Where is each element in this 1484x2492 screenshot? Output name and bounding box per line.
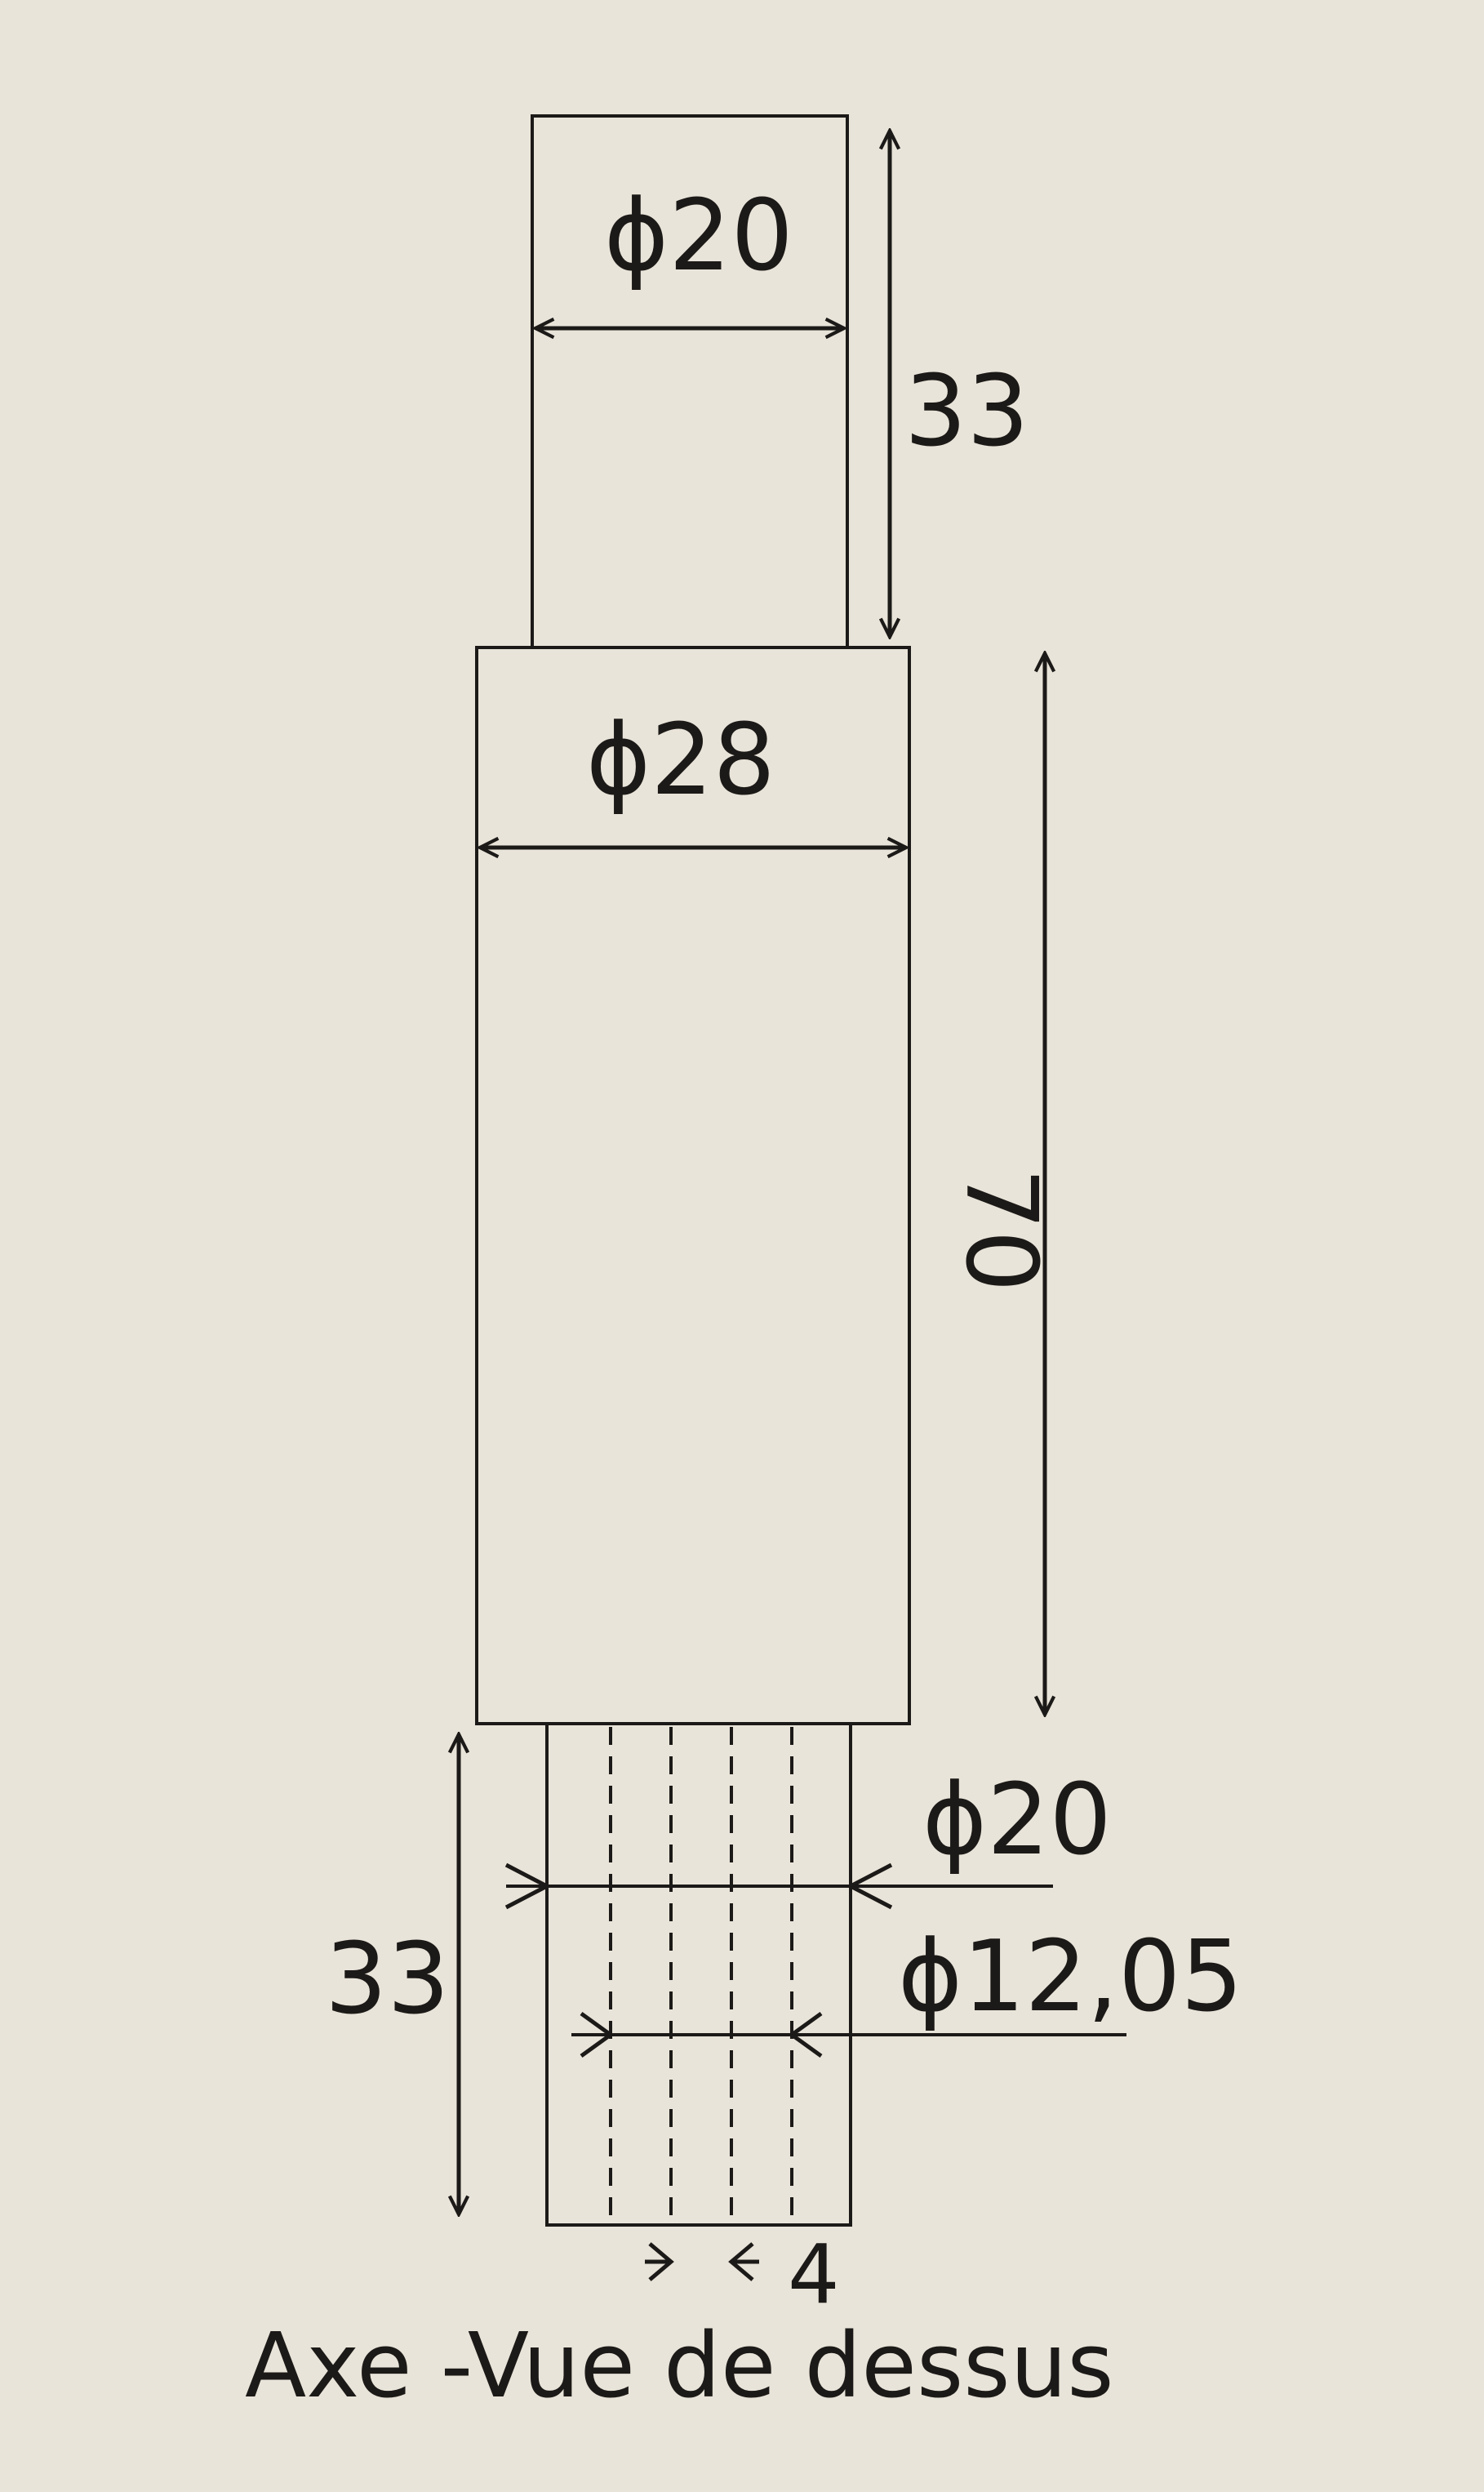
middle-shaft-length-label: 70 [944, 1168, 1057, 1293]
bottom-shaft-diameter-arrow-left [504, 1862, 552, 1910]
top-shaft-length-label: 33 [904, 355, 1029, 469]
top-shaft-diameter-label: ϕ20 [604, 180, 793, 293]
spacing-arrow-right [728, 2242, 759, 2281]
top-shaft: ϕ20 33 [531, 114, 1029, 649]
spacing-arrow-left [645, 2242, 674, 2281]
bottom-shaft-outline [545, 1722, 852, 2227]
spacing-label: 4 [788, 2227, 840, 2322]
bore-diameter-label: ϕ12,05 [898, 1920, 1243, 2034]
middle-shaft-diameter-label: ϕ28 [586, 704, 775, 817]
bottom-shaft-length-label: 33 [325, 1923, 450, 2036]
bottom-shaft-diameter-arrow-right [846, 1862, 893, 1910]
middle-shaft: ϕ28 70 [475, 646, 1057, 1725]
bore-diameter-arrow-left [580, 2011, 615, 2058]
bottom-shaft: ϕ20 ϕ12,05 33 4 [325, 1722, 1243, 2322]
bore-diameter-arrow-right [788, 2011, 823, 2058]
bottom-shaft-diameter-label: ϕ20 [922, 1764, 1112, 1877]
drawing-caption: Axe -Vue de dessus [245, 2313, 1114, 2418]
